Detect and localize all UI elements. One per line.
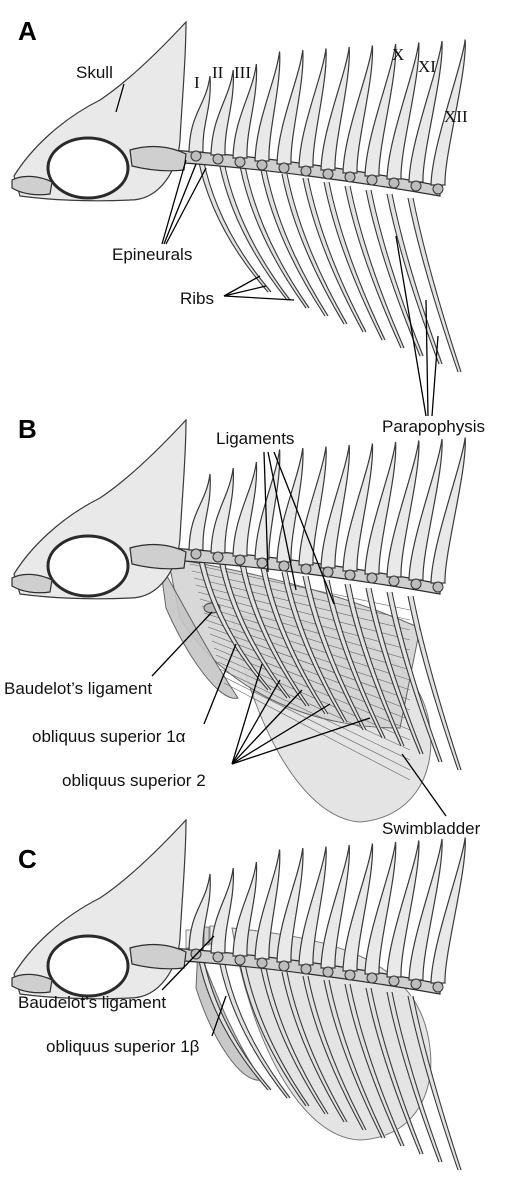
vertebra xyxy=(411,579,421,589)
neural-spine xyxy=(211,468,233,553)
panel-letter-b: B xyxy=(18,414,37,444)
label-vertebra-10: X xyxy=(392,45,404,64)
panel-c: C Baudelot’s ligament obliquus superior … xyxy=(12,820,465,1170)
vertebra xyxy=(257,160,267,170)
snout xyxy=(12,574,52,592)
vertebra xyxy=(345,970,355,980)
vertebra xyxy=(191,151,201,161)
occipital xyxy=(130,945,186,969)
skull xyxy=(12,420,186,599)
vertebra xyxy=(279,561,289,571)
vertebra xyxy=(235,555,245,565)
label-parapophysis: Parapophysis xyxy=(382,417,485,436)
vertebra xyxy=(257,558,267,568)
neural-spine xyxy=(431,838,465,984)
panel-b: B Ligaments Baudelot’s ligament obliquus… xyxy=(4,414,481,838)
label-epineurals: Epineurals xyxy=(112,245,192,264)
vertebra xyxy=(279,163,289,173)
neural-spine xyxy=(277,50,303,164)
vertebra xyxy=(213,952,223,962)
panel-a: A Skull I II III X XI XII Epineurals Rib… xyxy=(12,16,485,436)
vertebra xyxy=(323,967,333,977)
neural-spine xyxy=(211,70,233,155)
label-ligaments: Ligaments xyxy=(216,429,294,448)
panel-letter-a: A xyxy=(18,16,37,46)
vertebra xyxy=(389,976,399,986)
label-ribs: Ribs xyxy=(180,289,214,308)
vertebral-column xyxy=(170,838,465,995)
snout xyxy=(12,974,52,992)
vertebra xyxy=(367,973,377,983)
vertebra xyxy=(323,169,333,179)
vertebra xyxy=(301,964,311,974)
label-baudelot-c: Baudelot’s ligament xyxy=(18,993,166,1012)
vertebra xyxy=(235,955,245,965)
orbit xyxy=(48,138,128,198)
rib xyxy=(198,158,268,292)
vertebra xyxy=(235,157,245,167)
vertebra xyxy=(389,576,399,586)
vertebra xyxy=(389,178,399,188)
label-vertebra-2: II xyxy=(212,63,224,82)
neural-spine xyxy=(277,448,303,562)
label-swimbladder: Swimbladder xyxy=(382,819,481,838)
occipital xyxy=(130,545,186,569)
label-obliquus-1a: obliquus superior 1α xyxy=(32,727,186,746)
occipital xyxy=(130,147,186,171)
vertebra xyxy=(213,552,223,562)
orbit xyxy=(48,536,128,596)
vertebra xyxy=(367,175,377,185)
neural-spine xyxy=(431,438,465,584)
vertebra xyxy=(345,570,355,580)
vertebra xyxy=(279,961,289,971)
vertebra xyxy=(323,567,333,577)
neural-spine xyxy=(189,474,210,550)
snout xyxy=(12,176,52,194)
neural-spine xyxy=(255,52,280,162)
vertebra xyxy=(301,564,311,574)
vertebra xyxy=(213,154,223,164)
neural-spine xyxy=(233,462,257,556)
vertebra xyxy=(411,979,421,989)
vertebra xyxy=(345,172,355,182)
skull xyxy=(12,22,186,201)
vertebra xyxy=(301,166,311,176)
vertebra xyxy=(433,982,443,992)
label-baudelot-b: Baudelot’s ligament xyxy=(4,679,152,698)
leader-parapophysis xyxy=(396,236,438,416)
vertebra xyxy=(367,573,377,583)
label-vertebra-1: I xyxy=(194,73,200,92)
vertebra xyxy=(191,549,201,559)
vertebra xyxy=(433,184,443,194)
label-vertebra-3: III xyxy=(234,63,251,82)
label-vertebra-12: XII xyxy=(444,107,468,126)
label-skull: Skull xyxy=(76,63,113,82)
orbit xyxy=(48,936,128,996)
panel-letter-c: C xyxy=(18,844,37,874)
label-obliquus-1b: obliquus superior 1β xyxy=(46,1037,200,1056)
vertebra xyxy=(257,958,267,968)
skull xyxy=(12,820,186,999)
vertebra xyxy=(433,582,443,592)
label-obliquus-2: obliquus superior 2 xyxy=(62,771,206,790)
label-vertebra-11: XI xyxy=(418,57,436,76)
vertebra xyxy=(411,181,421,191)
neural-spine xyxy=(211,868,233,953)
